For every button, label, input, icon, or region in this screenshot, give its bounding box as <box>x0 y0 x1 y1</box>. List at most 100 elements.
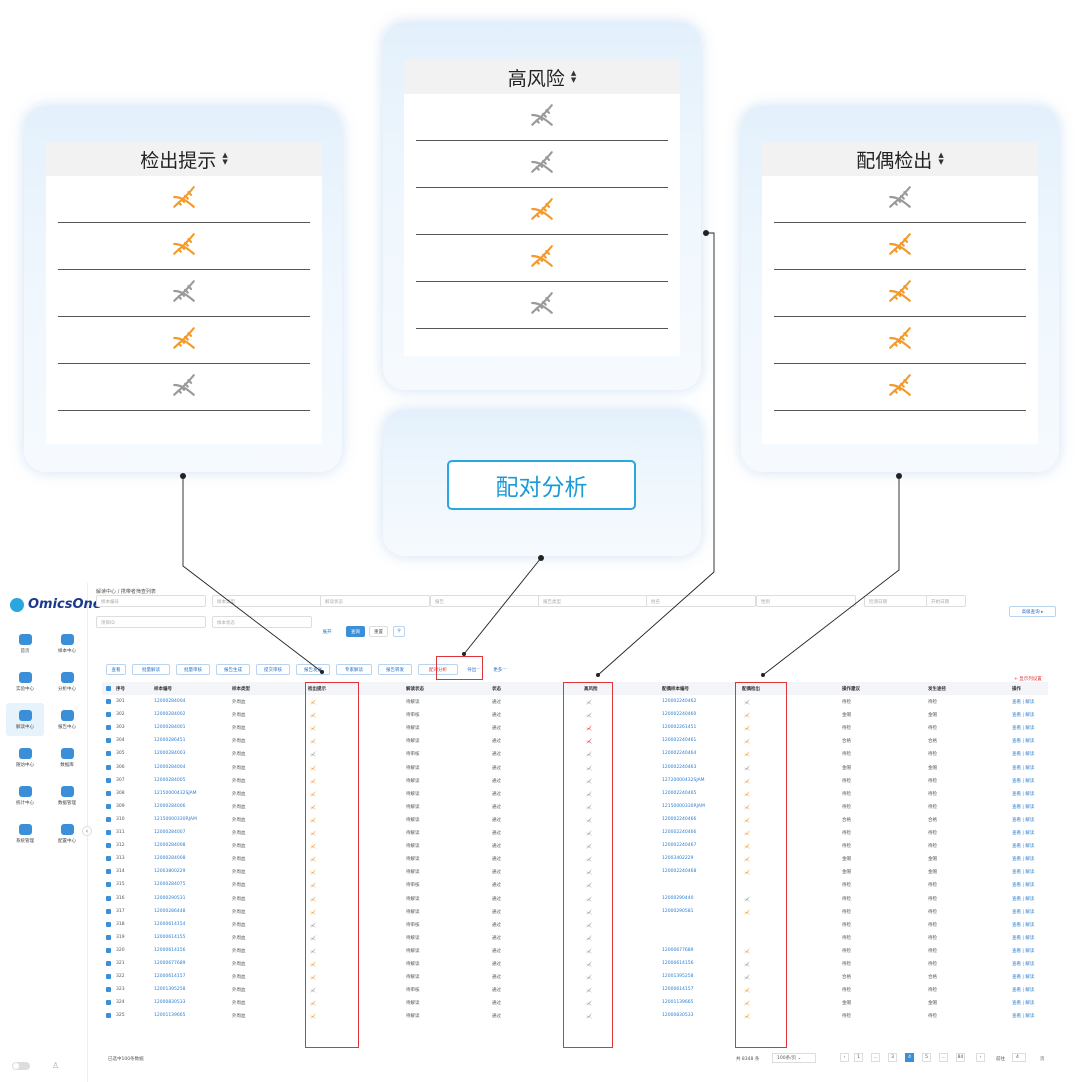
row-checkbox[interactable] <box>106 1000 111 1006</box>
column-header[interactable]: 状态 <box>492 687 501 692</box>
sample-id-link[interactable]: 12001395258 <box>154 987 186 993</box>
column-header[interactable]: 发生途径 <box>928 687 946 692</box>
sidebar-item-6[interactable]: 随访中心 <box>6 741 44 774</box>
row-actions[interactable]: 查看 | 解读 <box>1012 922 1035 928</box>
page-button[interactable]: ... <box>871 1053 880 1062</box>
row-actions[interactable]: 查看 | 解读 <box>1012 975 1035 981</box>
spouse-sample-id-link[interactable]: 12001139665 <box>662 1000 694 1006</box>
row-actions[interactable]: 查看 | 解读 <box>1012 935 1035 941</box>
row-checkbox[interactable] <box>106 816 111 822</box>
row-actions[interactable]: 查看 | 解读 <box>1012 791 1035 797</box>
row-actions[interactable]: 查看 | 解读 <box>1012 713 1035 719</box>
column-settings-link[interactable]: + 显示列设置 <box>1014 677 1042 682</box>
filter-field-10[interactable]: 样本状态 <box>212 616 312 628</box>
action-button-9[interactable]: 导出 ⋯ <box>464 664 484 675</box>
pair-analysis-button[interactable]: 配对分析 <box>418 664 458 675</box>
sidebar-item-3[interactable]: 分析中心 <box>48 665 86 698</box>
sidebar-item-4[interactable]: 解读中心 <box>6 703 44 736</box>
page-size-select[interactable]: 100条/页 ⌄ <box>772 1053 816 1063</box>
row-actions[interactable]: 查看 | 解读 <box>1012 1001 1035 1007</box>
row-checkbox[interactable] <box>106 856 111 862</box>
filter-field-6[interactable]: 性别 <box>756 595 856 607</box>
spouse-sample-id-link[interactable]: 12720000432SJAM <box>662 777 705 783</box>
spouse-sample-id-link[interactable]: 12003402229 <box>662 856 694 862</box>
spouse-sample-id-link[interactable]: 120002240466 <box>662 816 697 822</box>
row-checkbox[interactable] <box>106 869 111 875</box>
sidebar-item-8[interactable]: 统计中心 <box>6 779 44 812</box>
sample-id-link[interactable]: 12000284005 <box>154 777 186 783</box>
row-actions[interactable]: 查看 | 解读 <box>1012 883 1035 889</box>
sidebar-item-1[interactable]: 样本中心 <box>48 627 86 660</box>
row-checkbox[interactable] <box>106 738 111 744</box>
row-checkbox[interactable] <box>106 699 111 704</box>
sidebar-item-0[interactable]: 首页 <box>6 627 44 660</box>
row-checkbox[interactable] <box>106 1013 111 1019</box>
row-actions[interactable]: 查看 | 解读 <box>1012 909 1035 915</box>
sidebar-item-7[interactable]: 数据库 <box>48 741 86 774</box>
row-actions[interactable]: 查看 | 解读 <box>1012 817 1035 823</box>
sample-id-link[interactable]: 12000284004 <box>154 764 186 770</box>
row-actions[interactable]: 查看 | 解读 <box>1012 988 1035 994</box>
sample-id-link[interactable]: 12003800229 <box>154 869 186 875</box>
sample-id-link[interactable]: 12000614155 <box>154 934 186 940</box>
action-button-4[interactable]: 提交审核 <box>256 664 290 675</box>
pair-analysis-button-zoomed[interactable]: 配对分析 <box>447 460 636 510</box>
column-header[interactable]: 检出提示 <box>308 687 326 692</box>
sample-id-link[interactable]: 12000284001 <box>154 725 186 731</box>
page-button[interactable]: 3 <box>888 1053 897 1062</box>
column-header[interactable]: 样本编号 <box>154 687 172 692</box>
filter-field-9[interactable]: 项目ID <box>96 616 206 628</box>
next-page-button[interactable]: › <box>976 1053 985 1062</box>
row-actions[interactable]: 查看 | 解读 <box>1012 739 1035 745</box>
row-checkbox[interactable] <box>106 908 111 914</box>
spouse-sample-id-link[interactable]: 12000290581 <box>662 908 694 914</box>
row-actions[interactable]: 查看 | 解读 <box>1012 962 1035 967</box>
spouse-sample-id-link[interactable]: 12000830533 <box>662 1013 694 1019</box>
theme-toggle[interactable] <box>12 1061 30 1070</box>
row-checkbox[interactable] <box>106 803 111 809</box>
row-checkbox[interactable] <box>106 947 111 953</box>
row-actions[interactable]: 查看 | 解读 <box>1012 844 1035 850</box>
row-actions[interactable]: 查看 | 解读 <box>1012 1014 1035 1020</box>
column-header[interactable]: 操作建议 <box>842 687 860 692</box>
filter-settings-icon[interactable]: ⚲ <box>393 626 405 637</box>
action-button-5[interactable]: 报告发送 <box>296 664 330 675</box>
sample-id-link[interactable]: 12000290531 <box>154 895 186 901</box>
spouse-sample-id-link[interactable]: 12000677689 <box>662 947 694 953</box>
row-checkbox[interactable] <box>106 974 111 980</box>
expand-filters-button[interactable]: 展开 <box>322 629 332 635</box>
sample-id-link[interactable]: 12000284003 <box>154 751 186 757</box>
sidebar-item-9[interactable]: 数据管理 <box>48 779 86 812</box>
spouse-sample-id-link[interactable]: 120002240462 <box>662 699 697 704</box>
sidebar-item-2[interactable]: 实验中心 <box>6 665 44 698</box>
page-button[interactable]: 5 <box>922 1053 931 1062</box>
action-button-10[interactable]: 更多 ⋯ <box>490 664 510 675</box>
sample-id-link[interactable]: 12000284075 <box>154 882 186 888</box>
page-button[interactable]: ... <box>939 1053 948 1062</box>
column-header[interactable]: 高风险 <box>584 687 598 692</box>
filter-field-0[interactable]: 样本编号 <box>96 595 206 607</box>
reset-button[interactable]: 重置 <box>369 626 388 637</box>
spouse-sample-id-link[interactable]: 120002261451 <box>662 725 697 731</box>
row-actions[interactable]: 查看 | 解读 <box>1012 726 1035 732</box>
row-checkbox[interactable] <box>106 830 111 835</box>
sample-id-link[interactable]: 12000614156 <box>154 947 186 953</box>
spouse-sample-id-link[interactable]: 120002240467 <box>662 843 697 849</box>
row-checkbox[interactable] <box>106 843 111 849</box>
sample-id-link[interactable]: 12000284008 <box>154 843 186 849</box>
row-actions[interactable]: 查看 | 解读 <box>1012 765 1035 771</box>
row-actions[interactable]: 查看 | 解读 <box>1012 948 1035 954</box>
page-button[interactable]: 84 <box>956 1053 965 1062</box>
row-checkbox[interactable] <box>106 790 111 796</box>
